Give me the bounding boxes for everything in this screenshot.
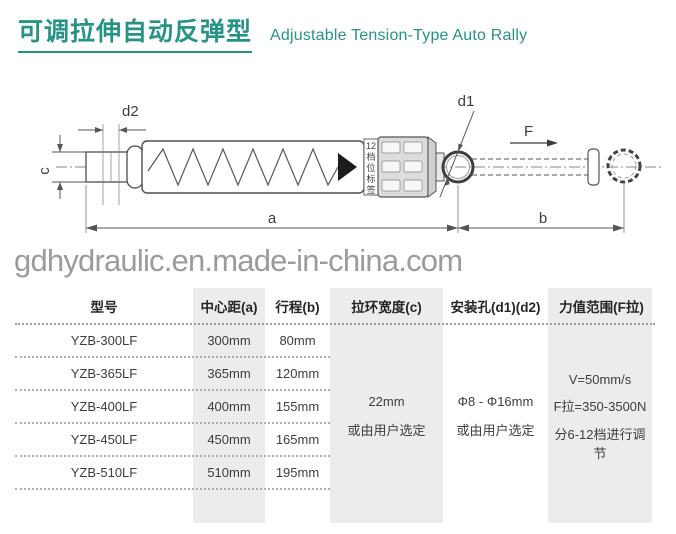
knob-label-char: 标 [367,173,376,184]
arrowhead [444,178,450,186]
cell-model: YZB-365LF [70,366,138,381]
arrowhead [95,127,103,133]
technical-diagram: c d2 12 档 位 [0,85,676,245]
column-header-model: 型号 [90,299,118,315]
extended-rod-phantom [472,158,588,176]
arrowhead [86,224,97,232]
column-band-force-range [548,288,652,523]
label-c: c [36,167,53,175]
model-rows: YZB-300LF 300mm 80mm YZB-365LF 365mm 120… [15,325,330,490]
label-d1: d1 [458,93,475,110]
knob-taper [427,136,437,198]
header-separator [15,323,655,325]
piston-arrow [338,153,357,181]
arrowhead [57,144,63,152]
arrowhead [447,224,458,232]
cell-center-distance: 450mm [207,432,251,447]
watermark-url: gdhydraulic.en.made-in-china.com [14,243,463,278]
thread-lines [102,124,120,205]
mounting-hole-note: 或由用户选定 [456,423,535,438]
label-force: F [524,123,533,140]
ring-width-note: 或由用户选定 [347,423,426,438]
knob-label-char: 12 [366,141,376,151]
cell-model: YZB-300LF [70,333,138,348]
arrowhead [613,224,624,232]
merged-cell-mounting-hole: Φ8 - Φ16mm 或由用户选定 [443,325,548,490]
cell-stroke: 80mm [279,333,316,348]
cell-model: YZB-400LF [70,399,138,414]
cell-center-distance: 365mm [207,366,251,381]
table-row: YZB-400LF 400mm 155mm [15,391,330,424]
eyelet-ring-phantom-inner [611,153,637,179]
dimension-extensions [85,184,625,233]
cell-center-distance: 300mm [207,333,251,348]
cell-center-distance: 400mm [207,399,251,414]
arrowhead [119,127,127,133]
column-band-center-distance [193,288,265,523]
merged-cell-ring-width: 22mm 或由用户选定 [330,325,443,490]
column-header-stroke: 行程(b) [275,299,320,315]
column-header-force-range: 力值范围(F拉) [559,299,644,315]
arrowhead [458,143,463,152]
arrowhead [57,182,63,190]
column-band-ring-width [330,288,443,523]
label-dim-b: b [539,210,547,227]
force-range-speed: V=50mm/s [568,371,632,387]
body-cap [126,145,144,189]
table-row: YZB-450LF 450mm 165mm [15,424,330,457]
end-disc [587,148,600,186]
cell-stroke: 120mm [275,366,320,381]
table-body: YZB-300LF 300mm 80mm YZB-365LF 365mm 120… [15,325,655,490]
spring-zigzag [147,147,339,187]
label-d2: d2 [122,103,139,120]
ring-width-value: 22mm [368,394,405,409]
cell-model: YZB-510LF [70,465,138,480]
eyelet-ring-front-inner [446,155,470,179]
knob-knurling [381,141,423,192]
table-row: YZB-365LF 365mm 120mm [15,358,330,391]
page-title-english: Adjustable Tension-Type Auto Rally [270,27,528,44]
force-arrowhead [547,139,558,147]
force-range-value: F拉=350-3500N [553,398,647,414]
header: 可调拉伸自动反弹型 Adjustable Tension-Type Auto R… [18,12,527,53]
cell-stroke: 195mm [275,465,320,480]
gas-spring-drawing: c d2 12 档 位 [36,93,664,233]
cell-model: YZB-450LF [70,432,138,447]
merged-cell-force-range: V=50mm/s F拉=350-3500N 分6-12档进行调节 [548,325,652,490]
cell-stroke: 165mm [275,432,320,447]
mounting-hole-value: Φ8 - Φ16mm [457,394,534,409]
knob-label-char: 签 [367,184,376,195]
table-row: YZB-300LF 300mm 80mm [15,325,330,358]
spec-table: 型号 中心距(a) 行程(b) 拉环宽度(c) 安装孔(d1)(d2) 力值范围… [15,288,655,523]
force-range-steps: 分6-12档进行调节 [554,426,646,461]
knob-label-char: 档 [367,151,376,162]
rod-end [85,151,131,183]
page-title-chinese: 可调拉伸自动反弹型 [18,12,253,53]
column-header-mounting-hole: 安装孔(d1)(d2) [450,299,541,315]
eyelet-ring-phantom [606,148,642,184]
d1-leader [439,110,475,198]
table-header-row: 型号 中心距(a) 行程(b) 拉环宽度(c) 安装孔(d1)(d2) 力值范围… [15,288,655,323]
cell-center-distance: 510mm [207,465,251,480]
arrowhead [458,224,469,232]
column-header-ring-width: 拉环宽度(c) [351,299,422,315]
table-row: YZB-510LF 510mm 195mm [15,457,330,490]
column-header-center-distance: 中心距(a) [200,299,258,315]
cell-stroke: 155mm [275,399,320,414]
knob-label-char: 位 [367,162,376,173]
label-dim-a: a [268,210,277,227]
